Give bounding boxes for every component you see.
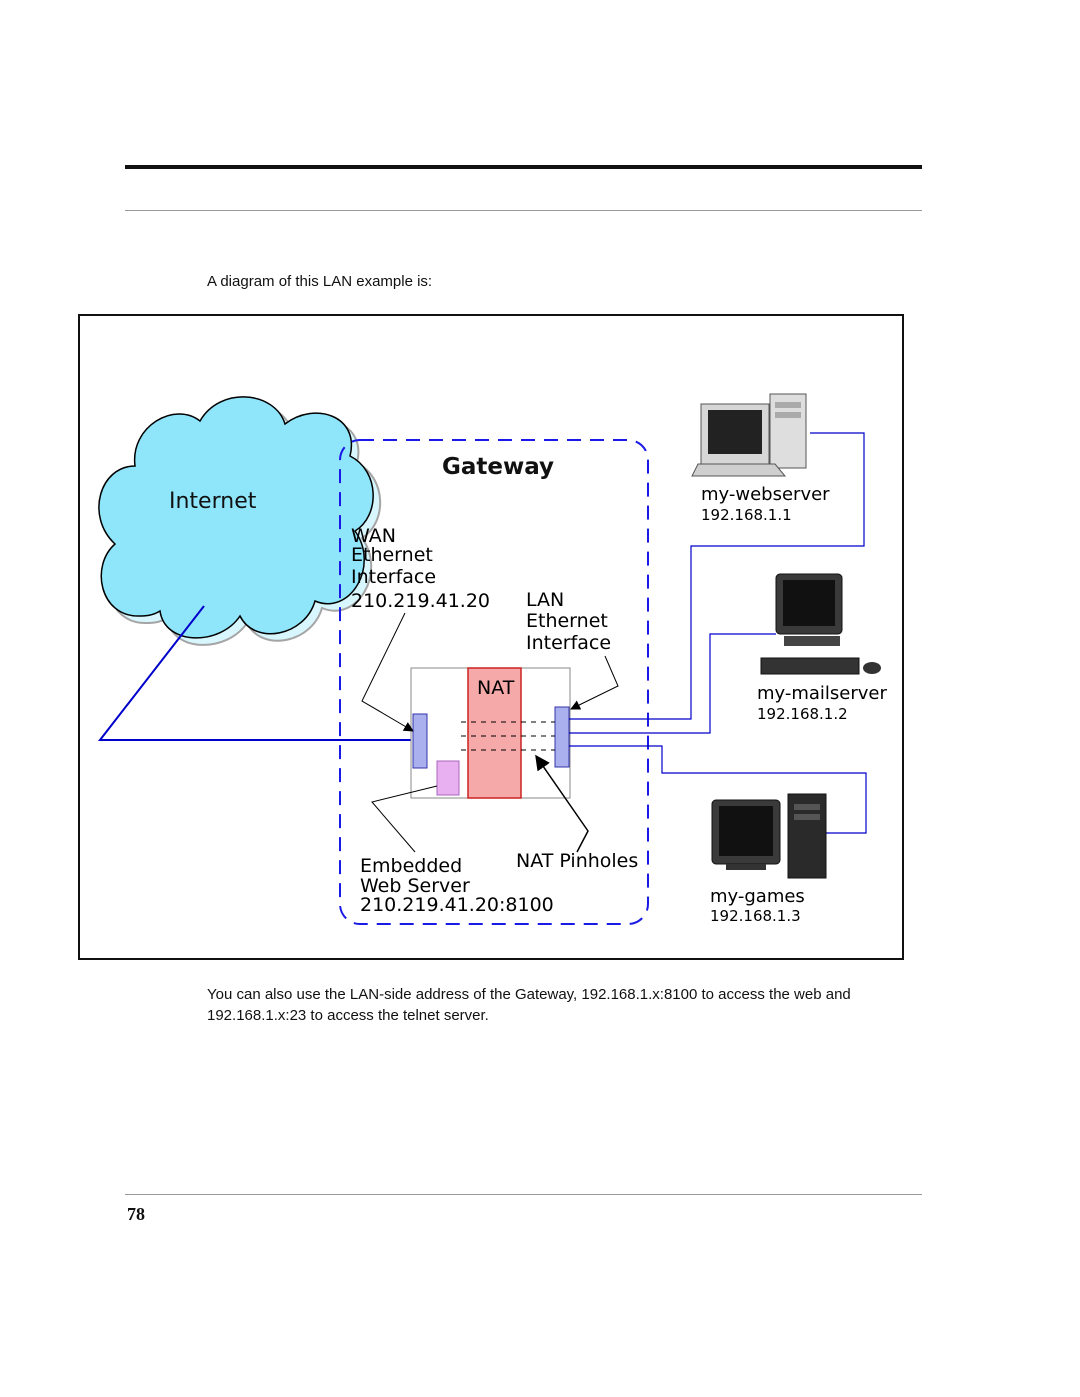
link-mailserver bbox=[569, 633, 776, 734]
wan-label-3: Interface bbox=[351, 566, 436, 588]
mailserver-computer-icon bbox=[760, 573, 881, 675]
webserver-computer-icon bbox=[691, 393, 807, 477]
wan-interface bbox=[412, 713, 428, 769]
pinholes-label: NAT Pinholes bbox=[516, 850, 638, 872]
lan-label-3: Interface bbox=[526, 632, 611, 654]
link-webserver bbox=[569, 432, 865, 720]
internet-cloud: Internet bbox=[98, 396, 382, 646]
mailserver-ip: 192.168.1.2 bbox=[757, 705, 848, 723]
intro-text: A diagram of this LAN example is: bbox=[207, 273, 433, 290]
wan-ip: 210.219.41.20 bbox=[351, 590, 490, 612]
lan-label-1: LAN bbox=[526, 589, 564, 611]
wan-label-2: Ethernet bbox=[351, 544, 433, 566]
wan-callout bbox=[361, 612, 414, 732]
embedded-address: 210.219.41.20:8100 bbox=[360, 894, 554, 916]
pinholes-callout bbox=[535, 754, 589, 853]
embedded-label-2: Web Server bbox=[360, 875, 470, 897]
games-ip: 192.168.1.3 bbox=[710, 907, 801, 925]
webserver-name: my-webserver bbox=[701, 484, 830, 505]
webserver-ip: 192.168.1.1 bbox=[701, 506, 792, 524]
wan-label-1: WAN bbox=[351, 525, 396, 547]
embedded-label-1: Embedded bbox=[360, 855, 462, 877]
lan-diagram-figure: Internet Gateway WAN Ethernet Interface … bbox=[78, 314, 904, 960]
embedded-web-server bbox=[436, 760, 460, 796]
page-number: 78 bbox=[127, 1204, 145, 1224]
header-rule-thin bbox=[125, 210, 922, 211]
lan-diagram: Internet Gateway WAN Ethernet Interface … bbox=[97, 393, 888, 925]
games-computer-icon bbox=[711, 793, 827, 879]
link-games bbox=[569, 745, 867, 834]
nat-block bbox=[467, 667, 522, 799]
internet-link-line bbox=[97, 605, 413, 741]
body-paragraph: You can also use the LAN-side address of… bbox=[207, 986, 851, 1024]
cloud-label: Internet bbox=[169, 489, 257, 514]
gateway-title: Gateway bbox=[442, 454, 554, 480]
games-name: my-games bbox=[710, 886, 805, 907]
header-rule-thick bbox=[125, 165, 922, 169]
footer-rule bbox=[125, 1194, 922, 1195]
cloud-shape bbox=[98, 396, 374, 639]
lan-interface bbox=[554, 706, 570, 768]
embedded-callout bbox=[371, 785, 438, 853]
nat-label: NAT bbox=[477, 677, 515, 699]
gateway-boundary bbox=[339, 439, 649, 925]
lan-label-2: Ethernet bbox=[526, 610, 608, 632]
lan-callout bbox=[570, 655, 619, 710]
mailserver-name: my-mailserver bbox=[757, 683, 888, 704]
